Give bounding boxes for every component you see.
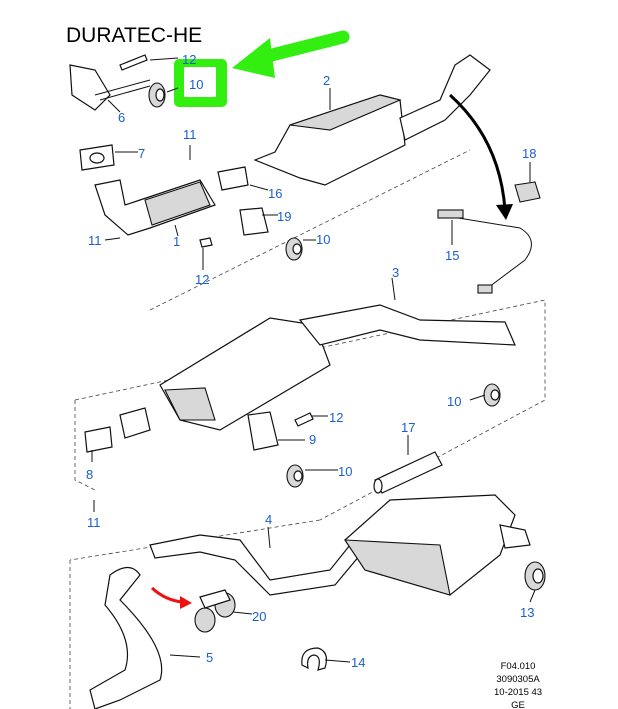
reference-code: F04.010 3090305A 10-2015 43 GE: [494, 660, 542, 709]
rubber-mount-10-right: [483, 383, 501, 407]
callout-17: 17: [401, 420, 415, 435]
callout-5: 5: [206, 650, 213, 665]
pipe-17: [374, 451, 443, 494]
callout-15: 15: [445, 248, 459, 263]
ref-line: F04.010: [500, 661, 536, 672]
callout-8: 8: [86, 467, 93, 482]
callout-11: 11: [87, 515, 101, 530]
ref-line: GE: [511, 700, 525, 709]
red-arrow: [150, 586, 183, 604]
callout-10-highlighted: 10: [189, 77, 203, 92]
rubber-mount-10-low: [286, 464, 304, 488]
engine-title: DURATEC-HE: [66, 24, 203, 47]
clamp-14: [301, 647, 328, 671]
callout-19: 19: [277, 209, 291, 224]
callout-11: 11: [183, 127, 197, 142]
callout-16: 16: [268, 186, 282, 201]
callout-2: 2: [323, 73, 330, 88]
callout-12: 12: [182, 52, 196, 67]
rear-pipe-4: [149, 534, 361, 596]
callout-6: 6: [118, 110, 125, 125]
callout-10: 10: [447, 394, 461, 409]
gasket-16: [217, 166, 249, 191]
callout-7: 7: [138, 146, 145, 161]
bracket-19: [239, 207, 269, 236]
callout-12: 12: [195, 272, 209, 287]
rubber-mount-13: [524, 561, 546, 591]
callout-18: 18: [522, 146, 536, 161]
callout-11: 11: [88, 233, 102, 248]
callout-20: 20: [252, 609, 266, 624]
callout-1: 1: [173, 234, 180, 249]
callout-12: 12: [329, 410, 343, 425]
bracket-6: [69, 64, 111, 111]
gasket-8: [84, 426, 113, 453]
rubber-mount-10-top: [148, 82, 166, 108]
green-arrow-highlight: [174, 30, 350, 107]
bracket-9: [247, 411, 279, 451]
rubber-mount-10-mid: [285, 237, 303, 261]
callout-13: 13: [520, 605, 534, 620]
ref-line: 10-2015 43: [494, 687, 543, 698]
callout-10: 10: [316, 232, 330, 247]
callout-3: 3: [392, 265, 399, 280]
intermediate-pipe-5: [89, 566, 163, 709]
clamp-20: [194, 589, 236, 633]
callout-10: 10: [338, 464, 352, 479]
ref-line: 3090305A: [496, 674, 540, 685]
callout-4: 4: [265, 512, 272, 527]
nut-18: [514, 181, 541, 203]
callout-14: 14: [351, 655, 365, 670]
callout-9: 9: [309, 432, 316, 447]
